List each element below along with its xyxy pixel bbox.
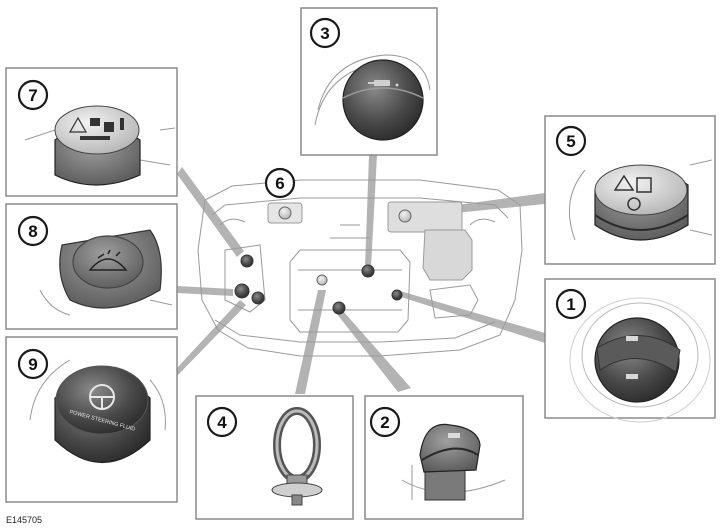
- panel-8: [5, 203, 178, 330]
- washer-icon: [88, 249, 128, 271]
- callout-number-6: 6: [275, 174, 284, 193]
- callout-number-3: 3: [320, 24, 329, 43]
- oil-can-icon: [368, 80, 399, 87]
- leader-8: [177, 286, 233, 296]
- callout-number-9: 9: [28, 355, 37, 374]
- callout-number-5: 5: [566, 132, 575, 151]
- callout-badge-2: 2: [369, 406, 401, 438]
- leader-3: [365, 155, 377, 267]
- coolant-warning-icon: [68, 116, 124, 140]
- callout-number-2: 2: [380, 413, 389, 432]
- panel-1: [544, 278, 716, 423]
- callout-badge-7: 7: [17, 79, 49, 111]
- callout-number-8: 8: [28, 222, 37, 241]
- callout-badge-6: 6: [264, 167, 296, 199]
- callout-badge-8: 8: [17, 215, 49, 247]
- oil-can-icon: [626, 336, 638, 379]
- callout-badge-9: 9: [17, 348, 49, 380]
- reference-code: E145705: [6, 515, 43, 525]
- leader-7: [177, 167, 244, 257]
- steering-wheel-icon: [89, 384, 115, 410]
- callout-number-7: 7: [28, 86, 37, 105]
- panel-9: POWER STEERING FLUID: [5, 336, 178, 503]
- brake-warning-icon: [613, 174, 652, 211]
- engine-bay: [197, 179, 523, 357]
- callout-badge-5: 5: [555, 125, 587, 157]
- callout-number-1: 1: [566, 295, 575, 314]
- callout-badge-1: 1: [555, 288, 587, 320]
- callout-badge-3: 3: [309, 17, 341, 49]
- panel-5: [544, 115, 716, 265]
- oil-can-icon: [448, 433, 460, 438]
- callout-number-4: 4: [217, 413, 227, 432]
- leader-9: [177, 300, 246, 376]
- leader-1: [398, 291, 545, 343]
- callout-badge-4: 4: [206, 406, 238, 438]
- leader-2: [337, 311, 411, 392]
- leader-lines: [177, 155, 545, 394]
- callout-badges: 1 2 3 4 5 6 7 8: [17, 17, 587, 438]
